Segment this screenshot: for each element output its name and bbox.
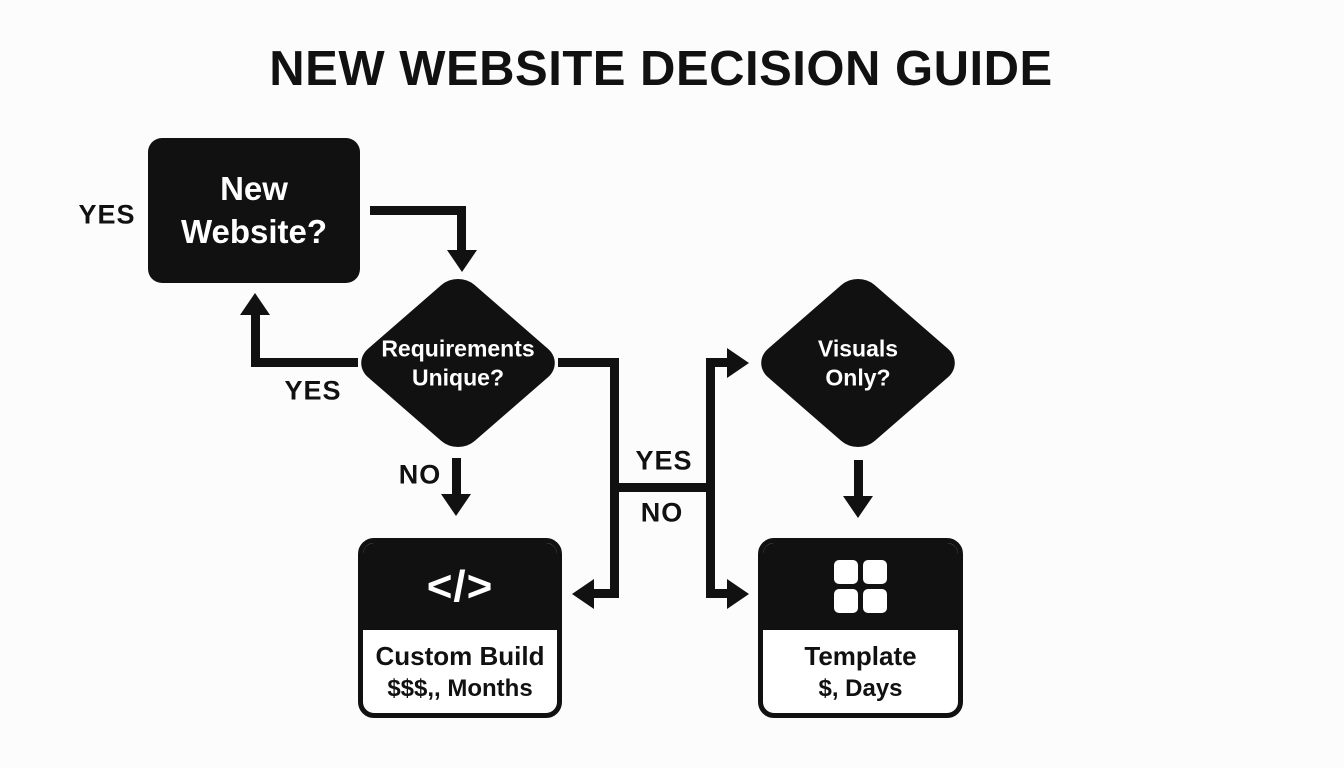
arrowhead-down-icon — [843, 496, 873, 518]
arrowhead-down-icon — [441, 494, 471, 516]
connector-segment — [457, 206, 466, 250]
page-title: NEW WEBSITE DECISION GUIDE — [269, 42, 1053, 96]
edge-label-requirements-no: NO — [398, 459, 442, 490]
node-new-website: New Website? — [148, 138, 360, 283]
custom-build-text-panel: Custom Build $$$,, Months — [363, 630, 557, 713]
arrowhead-down-icon — [447, 250, 477, 272]
edge-label-start-yes: YES — [78, 199, 136, 230]
connector-segment — [715, 358, 727, 367]
code-icon: </> — [426, 561, 494, 611]
custom-build-icon-panel: </> — [363, 543, 557, 630]
arrowhead-up-icon — [240, 293, 270, 315]
connector-segment — [592, 589, 610, 598]
custom-build-title: Custom Build — [375, 640, 545, 671]
connector-segment — [452, 458, 461, 494]
template-cost: $, Days — [818, 674, 903, 702]
connector-segment — [251, 315, 260, 367]
connector-segment — [854, 460, 863, 496]
edge-label-middle-yes: YES — [635, 445, 693, 476]
arrowhead-left-icon — [572, 579, 594, 609]
node-template: Template $, Days — [758, 538, 963, 718]
arrowhead-right-icon — [727, 348, 749, 378]
grid-icon — [834, 560, 887, 613]
node-custom-build: </> Custom Build $$$,, Months — [358, 538, 562, 718]
node-new-website-label: New Website? — [180, 169, 328, 250]
template-title: Template — [804, 640, 917, 671]
edge-label-middle-no: NO — [640, 497, 684, 528]
connector-segment — [558, 358, 619, 367]
connector-segment — [610, 358, 619, 598]
arrowhead-right-icon — [727, 579, 749, 609]
edge-label-loop-yes: YES — [284, 375, 342, 406]
connector-segment — [370, 206, 466, 215]
template-text-panel: Template $, Days — [763, 630, 958, 713]
connector-segment — [706, 358, 715, 598]
template-icon-panel — [763, 543, 958, 630]
custom-build-cost: $$$,, Months — [387, 674, 533, 702]
node-visuals-only-label: Visuals Only? — [817, 335, 899, 390]
connector-segment — [251, 358, 358, 367]
node-requirements-unique-label: Requirements Unique? — [381, 335, 535, 390]
connector-segment — [610, 483, 715, 492]
connector-segment — [715, 589, 727, 598]
